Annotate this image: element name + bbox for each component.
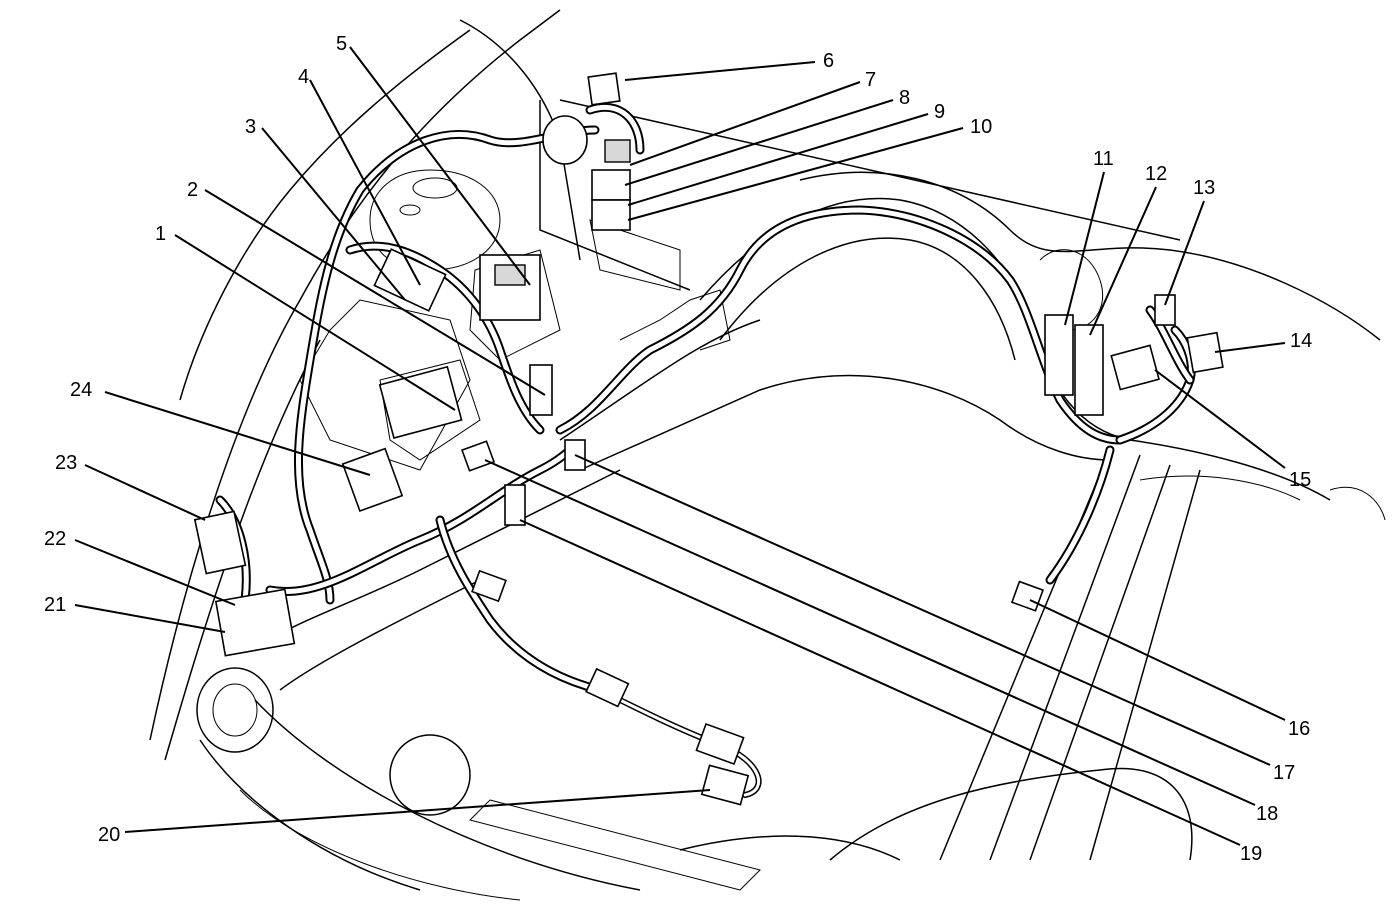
leader-lines: [74, 46, 1286, 846]
wiring-harness: [215, 102, 1196, 798]
callout-labels: 1 2 3 4 5 6 7 8 9 10 11 12 13 14 15 16 1…: [44, 33, 1312, 865]
callout-1: 1: [155, 223, 166, 245]
leader-line-14: [1214, 342, 1286, 353]
leader-line-13: [1164, 200, 1205, 306]
callout-13: 13: [1193, 177, 1215, 199]
leader-line-10: [627, 127, 964, 221]
callout-24: 24: [70, 379, 92, 401]
callout-11: 11: [1093, 148, 1114, 170]
callout-12: 12: [1145, 163, 1167, 185]
leader-line-12: [1089, 186, 1157, 336]
callout-7: 7: [865, 69, 876, 91]
callout-8: 8: [899, 87, 910, 109]
leader-line-1: [174, 234, 456, 411]
callout-19: 19: [1240, 843, 1262, 865]
callout-23: 23: [55, 452, 77, 474]
leader-line-18: [484, 459, 1256, 806]
leader-line-8: [624, 99, 894, 186]
callout-17: 17: [1273, 762, 1295, 784]
leader-line-9: [627, 113, 929, 206]
leader-line-6: [624, 61, 816, 81]
leader-line-2: [204, 189, 546, 396]
leader-line-20: [124, 789, 711, 833]
callout-10: 10: [970, 116, 992, 138]
leader-line-16: [1029, 599, 1286, 721]
leader-line-21: [74, 604, 226, 633]
leader-line-3: [261, 127, 406, 301]
leader-line-7: [629, 81, 861, 166]
callout-5: 5: [336, 33, 347, 55]
leader-line-15: [1154, 369, 1286, 469]
callout-16: 16: [1288, 718, 1310, 740]
callout-22: 22: [44, 528, 66, 550]
callout-15: 15: [1289, 469, 1311, 491]
leader-line-11: [1064, 171, 1105, 326]
callout-9: 9: [934, 101, 945, 123]
callout-2: 2: [187, 179, 198, 201]
callout-6: 6: [823, 50, 834, 72]
callout-18: 18: [1256, 803, 1278, 825]
callout-21: 21: [44, 594, 66, 616]
leader-line-4: [309, 79, 421, 286]
leader-line-23: [84, 464, 206, 521]
leader-line-19: [519, 519, 1241, 846]
leader-line-22: [74, 539, 236, 606]
leader-line-17: [574, 454, 1271, 766]
callout-4: 4: [298, 66, 309, 88]
harness-components: [193, 72, 1224, 806]
callout-3: 3: [245, 116, 256, 138]
callout-20: 20: [98, 824, 120, 846]
leader-line-24: [104, 391, 371, 476]
vehicle-body-outline: [149, 9, 1386, 901]
leader-line-5: [349, 46, 531, 286]
callout-14: 14: [1290, 330, 1312, 352]
